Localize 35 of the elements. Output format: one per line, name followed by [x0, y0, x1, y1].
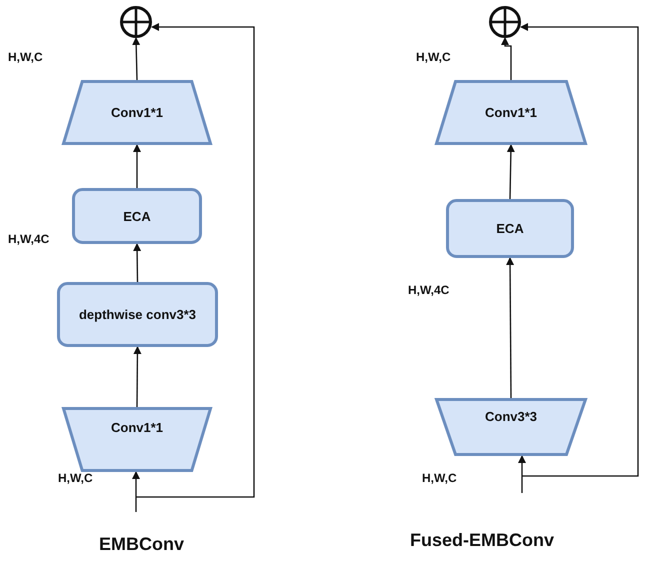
arrow	[132, 471, 140, 512]
tensor-shape-label: H,W,C	[416, 50, 451, 64]
tensor-shape-label: H,W,C	[422, 471, 457, 485]
sum-circle	[120, 6, 152, 38]
block-label: depthwise conv3*3	[78, 307, 196, 322]
arrow	[136, 23, 255, 498]
column-caption: EMBConv	[99, 534, 184, 555]
tensor-shape-label: H,W,C	[8, 50, 43, 64]
tensor-shape-label: H,W,4C	[8, 232, 50, 246]
arrow	[133, 346, 142, 407]
block-label: Conv1*1	[484, 105, 538, 120]
block-label: Conv1*1	[110, 105, 164, 120]
block-label: ECA	[496, 221, 524, 236]
arrow	[506, 144, 515, 200]
column-caption: Fused-EMBConv	[410, 530, 554, 551]
arrow	[501, 37, 512, 80]
arrow	[506, 257, 514, 398]
block-label: Conv1*1	[110, 420, 164, 436]
process-box	[446, 199, 574, 258]
sum-circle	[489, 6, 521, 38]
process-box	[72, 188, 202, 244]
narrowing-trapezoid	[62, 407, 212, 472]
narrowing-trapezoid	[435, 398, 587, 456]
expanding-trapezoid	[435, 80, 587, 145]
process-box	[57, 282, 218, 347]
arrow	[133, 144, 141, 188]
arrow	[132, 37, 140, 80]
arrow	[520, 23, 639, 477]
tensor-shape-label: H,W,4C	[408, 283, 450, 297]
arrow	[133, 243, 142, 282]
arrow	[518, 455, 526, 493]
expanding-trapezoid	[62, 80, 212, 145]
block-label: Conv3*3	[484, 409, 538, 424]
block-label: ECA	[123, 208, 151, 224]
tensor-shape-label: H,W,C	[58, 471, 93, 485]
